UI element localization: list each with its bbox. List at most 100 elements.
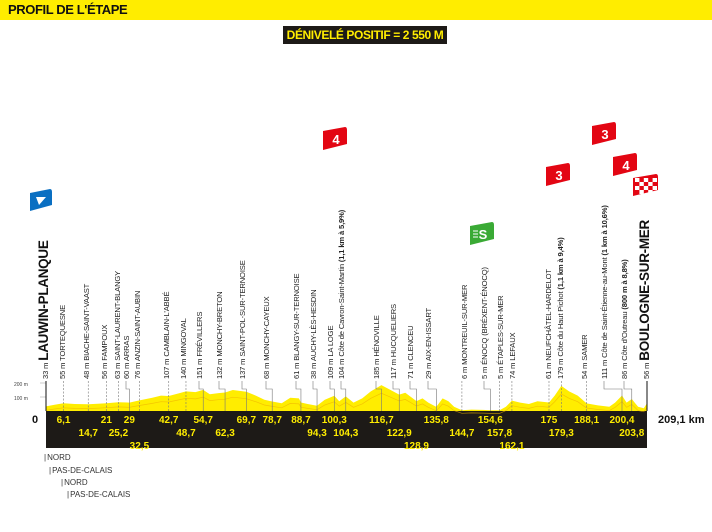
- location-label: 74 m LEFAUX: [508, 332, 517, 379]
- location-altitude: 68 m: [262, 361, 271, 379]
- location-label: 5 m ÉTAPLES-SUR-MER: [496, 295, 505, 379]
- location-connector: [295, 381, 302, 411]
- axis-start-label: 0: [32, 414, 38, 426]
- location-altitude: 55 m: [58, 361, 67, 379]
- km-marker-label: 88,7: [291, 415, 311, 426]
- start-arrow-icon: [36, 197, 46, 205]
- location-name: ARRAS: [122, 336, 131, 361]
- y-tick-100: 100 m: [14, 396, 28, 402]
- location-altitude: 111 m: [600, 358, 609, 379]
- location-altitude: 107 m: [162, 357, 171, 379]
- km-marker-label: 128,9: [404, 441, 429, 452]
- location-altitude: 61 m: [544, 361, 553, 379]
- location-name: MONCHY-CAYEUX: [262, 296, 271, 360]
- location-altitude: 109 m: [326, 357, 335, 379]
- location-label: 6 m MONTREUIL-SUR-MER: [460, 284, 469, 379]
- km-marker-label: 14,7: [79, 428, 99, 439]
- climb-category-badge: [323, 127, 347, 150]
- location-label: 29 m AIX-EN-ISSART: [424, 307, 433, 379]
- location-altitude: 185 m: [372, 357, 381, 379]
- location-connector: [427, 381, 437, 411]
- location-altitude: 71 m: [406, 361, 415, 379]
- checker-square: [635, 178, 640, 182]
- location-connector: [125, 381, 130, 411]
- location-connector: [409, 381, 417, 411]
- location-label: 104 m Côte de Cavron-Saint-Martin (1,1 k…: [337, 209, 346, 379]
- location-altitude: 6 m: [460, 365, 469, 379]
- climb-category-badge: [613, 153, 637, 176]
- km-marker-label: 42,7: [159, 415, 179, 426]
- location-connector: [623, 381, 633, 411]
- elevation-gain-badge: DÉNIVELÉ POSITIF = 2 550 M: [283, 26, 447, 44]
- location-label: 54 m SAMER: [580, 334, 589, 379]
- location-connector: [218, 381, 226, 411]
- location-name: NEUFCHÂTEL-HARDELOT: [544, 269, 553, 361]
- climb-detail: (1 km à 10,6%): [600, 205, 609, 258]
- location-name: CLENCEU: [406, 326, 415, 361]
- checker-square: [639, 190, 644, 194]
- climb-detail: (1,1 km à 9,4%): [556, 237, 565, 292]
- km-marker-label: 135,8: [424, 415, 449, 426]
- location-altitude: 5 m: [496, 365, 505, 379]
- location-label: 140 m MINGOVAL: [179, 318, 188, 379]
- location-altitude: 74 m: [508, 361, 517, 379]
- location-altitude: 132 m: [215, 357, 224, 379]
- km-marker-label: 162,1: [499, 441, 524, 452]
- location-label: 71 m CLENCEU: [406, 326, 415, 380]
- climb-detail: (800 m à 8,8%): [620, 259, 629, 312]
- location-name: Côte de Cavron-Saint-Martin: [337, 264, 346, 357]
- header-bar: PROFIL DE L'ÉTAPE: [0, 0, 712, 20]
- location-label: 60 m ARRAS: [122, 336, 131, 379]
- location-connector: [265, 381, 273, 411]
- location-name: ANZIN-SAINT-AUBIN: [133, 291, 142, 361]
- axis-end-label: 209,1 km: [658, 414, 705, 426]
- location-name: SAINT-LAURENT-BLANGY: [113, 271, 122, 361]
- km-marker-label: 6,1: [57, 415, 71, 426]
- location-connector: [329, 381, 335, 411]
- location-label: 38 m AUCHY-LÈS-HESDIN: [309, 290, 318, 379]
- location-name: HUCQUELIERS: [389, 304, 398, 357]
- location-name: LAUWIN-PLANQUE: [36, 240, 51, 361]
- location-connector: [312, 381, 318, 411]
- department-label: PAS-DE-CALAIS: [49, 466, 112, 475]
- sprint-badge-icon: [470, 222, 494, 245]
- finish-flag-icon: [633, 174, 658, 196]
- climb-category-badge: [592, 122, 616, 145]
- badge-label: 3: [601, 127, 608, 142]
- location-name: ÉTAPLES-SUR-MER: [496, 295, 505, 365]
- location-label: 109 m LA LOGE: [326, 326, 335, 379]
- location-label: 86 m Côte d'Outreau (800 m à 8,8%): [620, 259, 629, 379]
- location-altitude: 151 m: [195, 357, 204, 379]
- checker-square: [639, 182, 644, 186]
- location-label: 61 m NEUFCHÂTEL-HARDELOT: [544, 269, 553, 379]
- km-marker-label: 62,3: [215, 428, 235, 439]
- location-label: 61 m BLANGY-SUR-TERNOISE: [292, 273, 301, 379]
- location-label: 179 m Côte du Haut Pichot (1,1 km à 9,4%…: [556, 237, 565, 379]
- location-label: 68 m MONCHY-CAYEUX: [262, 296, 271, 379]
- badge-label: 4: [622, 158, 630, 173]
- km-marker-label: 25,2: [109, 428, 129, 439]
- location-name: Côte de Saint-Étienne-au-Mont: [600, 256, 609, 357]
- km-marker-label: 188,1: [574, 415, 599, 426]
- location-connector: [603, 381, 623, 411]
- location-name: LA LOGE: [326, 326, 335, 357]
- location-name: BLANGY-SUR-TERNOISE: [292, 273, 301, 360]
- location-name: ÉNOCQ (BRÉXENT-ÉNOCQ): [480, 267, 489, 365]
- location-altitude: 54 m: [580, 361, 589, 379]
- location-name: Côte d'Outreau: [620, 312, 629, 361]
- location-label: 55 m TORTEQUESNE: [58, 305, 67, 379]
- location-label: 56 m FAMPOUX: [100, 325, 109, 379]
- location-altitude: 5 m: [480, 365, 489, 379]
- location-label: 151 m FRÉVILLERS: [195, 312, 204, 379]
- km-marker-label: 116,7: [369, 415, 394, 426]
- km-marker-label: 21: [101, 415, 113, 426]
- location-name: BIACHE-SAINT-VAAST: [82, 283, 91, 360]
- km-marker-label: 200,4: [609, 415, 634, 426]
- location-label: 185 m HÉNOVILLE: [372, 315, 381, 379]
- elevation-profile-shade: [45, 392, 648, 414]
- badge-label: 4: [332, 132, 340, 147]
- km-marker-label: 157,8: [487, 428, 512, 439]
- badge-label: S: [479, 227, 488, 242]
